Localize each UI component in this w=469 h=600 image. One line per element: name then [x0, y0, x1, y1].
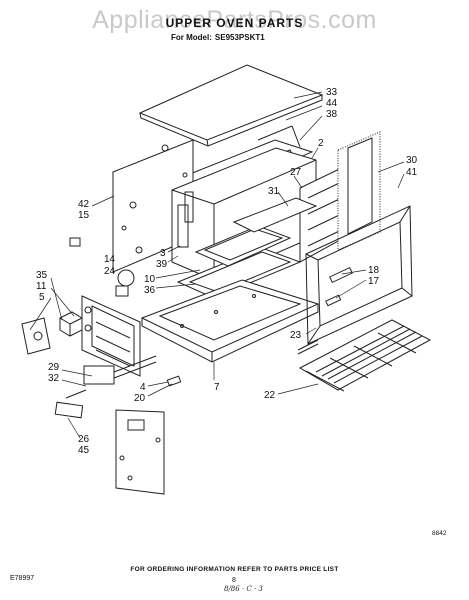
terminal-block — [54, 401, 84, 419]
clip — [166, 375, 182, 387]
broil-pan-plate — [176, 225, 302, 299]
callout-39: 39 — [156, 259, 168, 270]
insulation-panel — [337, 131, 381, 251]
callout-38: 38 — [326, 109, 338, 120]
callout-27: 27 — [290, 167, 302, 178]
callout-11: 11 — [36, 281, 47, 292]
lamp-assembly — [115, 269, 135, 297]
callout-33: 33 — [326, 87, 338, 98]
handwritten-mark: 8/86 · C · 3 — [224, 585, 263, 593]
oven-bottom — [140, 279, 320, 363]
plug — [69, 237, 81, 247]
drawing-code: 8842 — [432, 530, 447, 537]
hinge-rod — [297, 339, 319, 355]
callout-45: 45 — [78, 445, 90, 456]
callout-14: 14 — [104, 254, 116, 265]
callout-36: 36 — [144, 285, 156, 296]
oven-rack — [298, 319, 432, 392]
callout-20: 20 — [134, 393, 146, 404]
watermark: AppliancePartsPros.com — [92, 6, 377, 34]
callout-22: 22 — [264, 390, 276, 401]
document-number: E78997 — [10, 575, 35, 582]
ordering-note: FOR ORDERING INFORMATION REFER TO PARTS … — [130, 566, 339, 573]
callout-44: 44 — [326, 98, 338, 109]
callout-7: 7 — [214, 382, 220, 393]
callout-4: 4 — [140, 382, 146, 393]
callout-23: 23 — [290, 330, 302, 341]
callout-42: 42 — [78, 199, 90, 210]
model-number: SE953PSKT1 — [214, 33, 265, 42]
callout-5: 5 — [39, 292, 45, 303]
callout-10: 10 — [144, 274, 156, 285]
bake-element — [232, 197, 318, 233]
callout-15: 15 — [78, 210, 90, 221]
callout-26: 26 — [78, 434, 90, 445]
callout-31: 31 — [268, 186, 280, 197]
callout-35: 35 — [36, 270, 48, 281]
bracket-plate — [21, 317, 51, 355]
top-panel — [138, 64, 324, 147]
page-mark: 8 — [232, 577, 236, 584]
callout-29: 29 — [48, 362, 60, 373]
callout-41: 41 — [406, 167, 418, 178]
rear-cover — [115, 409, 165, 495]
model-label: For Model: — [171, 33, 212, 42]
callout-18: 18 — [368, 265, 380, 276]
callout-17: 17 — [368, 276, 380, 287]
callout-32: 32 — [48, 373, 60, 384]
model-line: For Model:SE953PSKT1 — [168, 33, 265, 42]
front-frame — [305, 205, 413, 345]
thermostat — [65, 355, 157, 399]
diagram-title: UPPER OVEN PARTS — [165, 16, 304, 30]
callout-2: 2 — [318, 138, 324, 149]
control-panel-frame — [81, 295, 141, 377]
callout-30: 30 — [406, 155, 418, 166]
switch-box — [59, 311, 83, 337]
callout-24: 24 — [104, 266, 116, 277]
callout-3: 3 — [160, 248, 166, 259]
